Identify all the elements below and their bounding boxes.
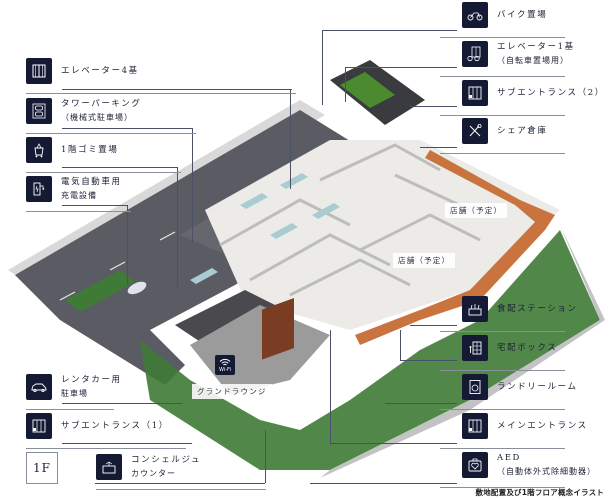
legend-delivery-box: 宅配ボックス: [440, 329, 565, 371]
leader-line: [400, 330, 401, 360]
legend-label: 電気自動車用: [61, 177, 122, 187]
leader-line: [330, 443, 457, 444]
legend-sublabel: （機械式駐車場）: [61, 113, 133, 122]
leader-line: [330, 330, 331, 443]
legend-rental-car: レンタカー用駐車場: [26, 368, 122, 410]
legend-label: サブエントランス（2）: [497, 87, 605, 98]
wifi-badge: Wi-Fi: [215, 355, 235, 375]
legend-main-entrance: メインエントランス: [440, 407, 588, 449]
legend-sublabel: （自転車置場用）: [497, 56, 569, 65]
leader-line: [410, 106, 457, 107]
sub-entrance-icon: [468, 86, 482, 100]
leader-line: [177, 167, 178, 287]
main-entrance-icon: [468, 419, 482, 433]
legend-label: バイク置場: [497, 9, 548, 20]
leader-line: [310, 483, 457, 484]
legend-sublabel: カウンター: [131, 469, 176, 478]
aed-icon: [468, 458, 482, 472]
leader-line: [345, 67, 457, 68]
laundry-icon: [469, 380, 481, 394]
leader-line: [62, 403, 182, 404]
leader-line: [322, 30, 323, 105]
legend-ev-charger: 電気自動車用充電設備: [26, 170, 131, 212]
leader-line: [400, 360, 457, 361]
wifi-icon: [219, 358, 231, 365]
legend-elevator: エレベーター4基: [26, 52, 296, 94]
store-label-2: 店舗（予定）: [393, 253, 456, 268]
bicycle-elevator-icon: [467, 46, 481, 62]
leader-line: [62, 443, 192, 444]
legend-sublabel: （自動体外式除細動器）: [497, 467, 596, 476]
leader-line: [420, 147, 457, 148]
leader-line: [62, 89, 292, 90]
legend-motorcycle: バイク置場: [440, 0, 565, 38]
legend-food-delivery: 食配ステーション: [440, 290, 578, 332]
legend-label: 1階ゴミ置場: [61, 144, 119, 155]
legend-trash: 1階ゴミ置場: [26, 131, 181, 173]
delivery-box-icon: [469, 341, 482, 355]
concierge-icon: [102, 461, 116, 474]
legend-label: AED: [497, 453, 521, 463]
leader-line: [127, 205, 128, 285]
legend-label: メインエントランス: [497, 420, 588, 431]
leader-line: [410, 325, 457, 326]
legend-sublabel: 充電設備: [61, 191, 97, 200]
legend-label: レンタカー用: [61, 375, 122, 385]
legend-tower-parking: タワーパーキング （機械式駐車場）: [26, 92, 196, 134]
floor-badge: 1F: [26, 452, 58, 484]
legend-bicycle-elevator: エレベーター1基 （自転車置場用）: [440, 35, 575, 77]
legend-laundry: ランドリールーム: [440, 368, 578, 410]
legend-label: 宅配ボックス: [497, 342, 558, 353]
legend-share-storage: シェア倉庫: [440, 112, 565, 154]
legend-label: サブエントランス（1）: [61, 420, 169, 431]
leader-line: [345, 67, 346, 102]
food-delivery-icon: [468, 304, 482, 316]
grand-lounge-label: グランドラウンジ: [192, 384, 272, 399]
legend-label: エレベーター4基: [61, 65, 139, 76]
leader-line: [322, 30, 457, 31]
leader-line: [265, 430, 266, 483]
trash-icon: [34, 143, 44, 158]
legend-label: タワーパーキング: [61, 99, 142, 109]
legend-sublabel: 駐車場: [61, 389, 88, 398]
leader-line: [62, 205, 127, 206]
sub-entrance-icon: [32, 419, 46, 433]
motorcycle-icon: [467, 12, 483, 21]
leader-line: [95, 483, 265, 484]
tools-icon: [469, 124, 482, 137]
legend-label: ランドリールーム: [497, 381, 578, 392]
leader-line: [62, 128, 192, 129]
leader-line: [290, 89, 291, 189]
illustration-caption: 敷地配置及び1階フロア概念イラスト: [475, 488, 604, 497]
legend-label: コンシェルジュ: [131, 455, 202, 465]
car-icon: [31, 383, 47, 393]
leader-line: [385, 403, 457, 404]
leader-line: [62, 167, 177, 168]
elevator-icon: [32, 64, 46, 78]
ev-charger-icon: [33, 182, 45, 196]
legend-label: エレベーター1基: [497, 42, 575, 52]
legend-sub-entrance-1: サブエントランス（1）: [26, 407, 186, 449]
leader-line: [192, 128, 193, 243]
store-label-1: 店舗（予定）: [445, 203, 508, 218]
tower-parking-icon: [32, 103, 46, 119]
legend-aed: AED （自動体外式除細動器）: [440, 446, 596, 488]
legend-sub-entrance-2: サブエントランス（2）: [440, 74, 605, 116]
legend-concierge: コンシェルジュカウンター: [96, 448, 266, 490]
legend-label: シェア倉庫: [497, 125, 548, 136]
legend-label: 食配ステーション: [497, 303, 578, 314]
